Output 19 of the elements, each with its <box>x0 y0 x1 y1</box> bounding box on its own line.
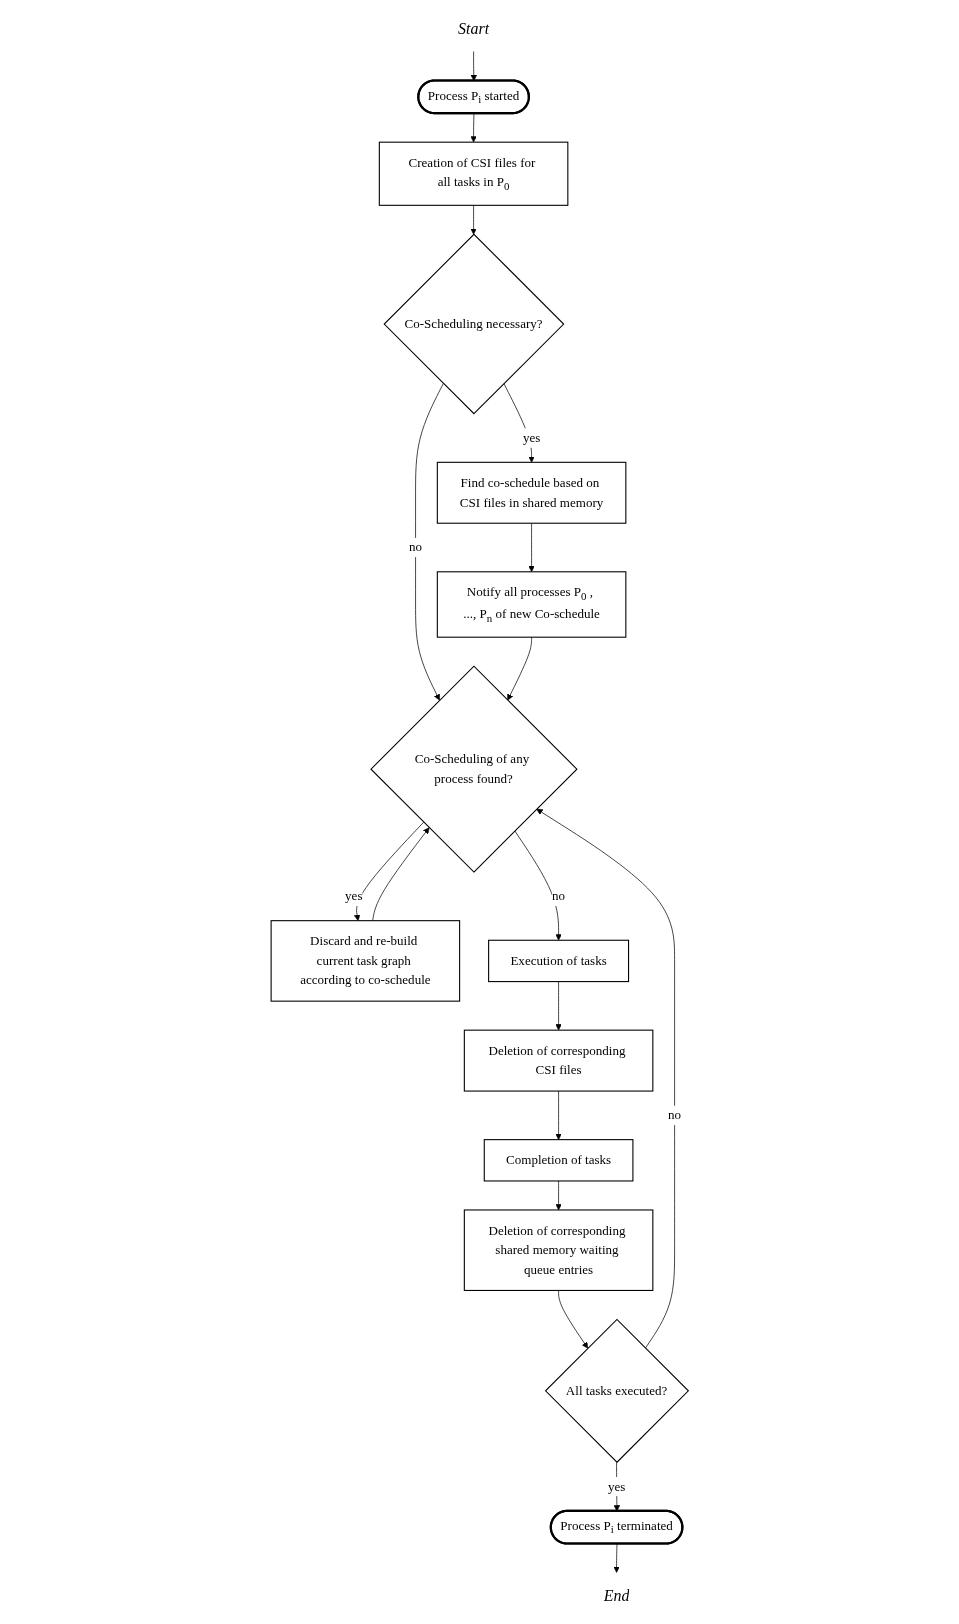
edge-label: yes <box>344 888 363 904</box>
node-box: Discard and re-build current task graph according to co-schedule <box>270 920 460 1002</box>
edge-label: yes <box>522 430 541 445</box>
node-diamond: Co-Scheduling necessary? <box>383 233 565 415</box>
node-box: Deletion of corresponding CSI files <box>463 1029 654 1092</box>
node-diamond: Co-Scheduling of any process found? <box>369 665 578 873</box>
edge-label: no <box>551 888 565 904</box>
node-diamond: All tasks executed? <box>544 1318 689 1464</box>
node-box: Find co-schedule based on CSI files in shared memory <box>436 461 627 524</box>
node-box: Creation of CSI files for all tasks in P$_{0}$ <box>378 141 569 206</box>
node-text: Start <box>457 19 489 38</box>
node-box: Execution of tasks <box>487 939 629 983</box>
node-box: Notify all processes P$_{0}$ , ..., P$_{n}$ of new Co-schedule <box>436 571 627 638</box>
node-box: Completion of tasks <box>483 1139 634 1182</box>
edge-label: no <box>408 539 422 555</box>
node-text: End <box>603 1586 630 1605</box>
edge-label: no <box>667 1107 681 1123</box>
node-box: Deletion of corresponding shared memory waiting queue entries <box>463 1209 654 1291</box>
edge-label: yes <box>607 1478 626 1494</box>
